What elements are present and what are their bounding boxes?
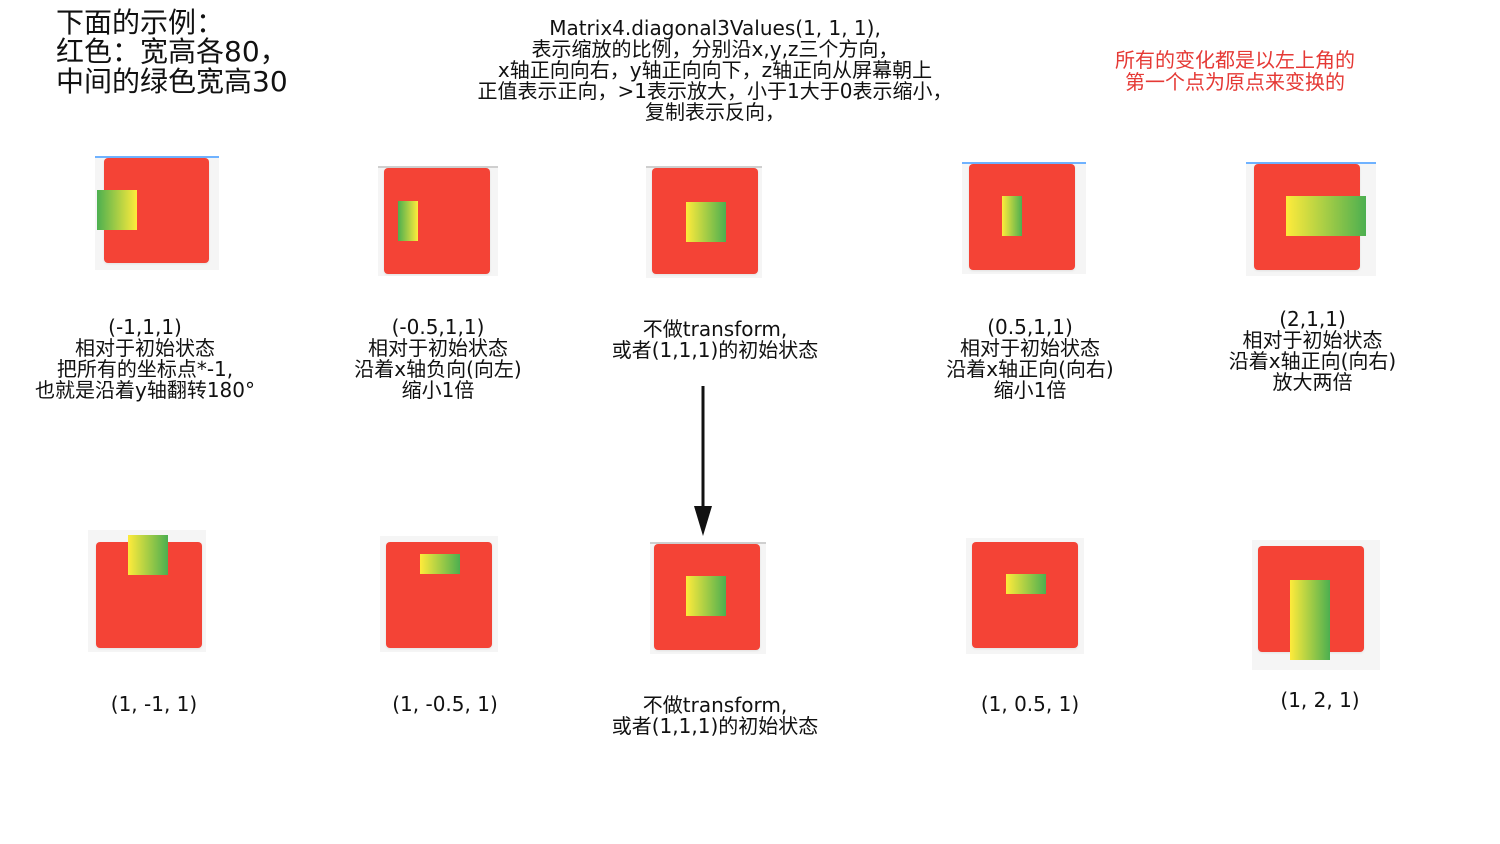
bottom-example-5 (1252, 540, 1380, 670)
top-example-2-green-box (398, 201, 418, 241)
top-caption-2-line-1: (-0.5,1,1) (391, 315, 485, 339)
red-note: 所有的变化都是以左上角的 第一个点为原点来变换的 (1075, 48, 1395, 94)
bottom-caption-2-line-1: (1, -0.5, 1) (392, 692, 498, 716)
top-example-2 (378, 166, 498, 276)
top-example-3-edge (646, 166, 762, 168)
top-caption-3-line-2: 或者(1,1,1)的初始状态 (611, 338, 819, 362)
top-caption-2: (-0.5,1,1) 相对于初始状态 沿着x轴负向(向左) 缩小1倍 (328, 317, 548, 401)
bottom-caption-2: (1, -0.5, 1) (360, 694, 530, 715)
top-caption-2-line-3: 沿着x轴负向(向左) (354, 357, 522, 381)
left-note: 下面的示例： 红色：宽高各80， 中间的绿色宽高30 (56, 6, 288, 98)
bottom-caption-4: (1, 0.5, 1) (965, 694, 1095, 715)
bottom-caption-1-line-1: (1, -1, 1) (110, 692, 198, 716)
bottom-example-1 (88, 530, 206, 652)
bottom-caption-3-line-2: 或者(1,1,1)的初始状态 (611, 714, 819, 738)
top-caption-5-line-2: 相对于初始状态 (1242, 328, 1383, 352)
left-note-line-1: 下面的示例： (56, 6, 225, 39)
top-example-4 (962, 162, 1086, 274)
bottom-example-3-edge (650, 542, 766, 544)
top-example-4-edge (962, 162, 1086, 164)
top-caption-1-line-2: 相对于初始状态 (75, 336, 215, 360)
top-caption-5: (2,1,1) 相对于初始状态 沿着x轴正向(向右) 放大两倍 (1200, 309, 1425, 393)
top-example-5-green-box (1286, 196, 1366, 236)
center-note-line-4: 正值表示正向，>1表示放大，小于1大于0表示缩小， (477, 79, 953, 103)
bottom-example-2 (380, 536, 498, 652)
center-note-line-1: Matrix4.diagonal3Values(1, 1, 1), (549, 16, 881, 40)
top-caption-5-line-1: (2,1,1) (1279, 307, 1346, 331)
top-caption-1-line-4: 也就是沿着y轴翻转180° (34, 378, 255, 402)
bottom-example-1-green-box (128, 535, 168, 575)
top-example-3 (646, 166, 762, 278)
bottom-caption-3-line-1: 不做transform, (642, 693, 788, 717)
top-example-3-green-box (686, 202, 726, 242)
top-example-4-green-box (1002, 196, 1022, 236)
down-arrow-head (694, 506, 712, 536)
top-caption-3-line-1: 不做transform, (642, 317, 788, 341)
top-example-5 (1246, 162, 1376, 276)
top-example-1-edge (95, 156, 219, 158)
left-note-line-3: 中间的绿色宽高30 (56, 64, 288, 98)
center-note-line-5: 复制表示反向， (645, 100, 785, 124)
bottom-example-3 (650, 542, 766, 654)
bottom-example-3-green-box (686, 576, 726, 616)
center-note-line-2: 表示缩放的比例，分别沿x,y,z三个方向， (531, 37, 899, 61)
top-caption-4: (0.5,1,1) 相对于初始状态 沿着x轴正向(向右) 缩小1倍 (920, 317, 1140, 401)
down-arrow (694, 386, 712, 536)
red-note-line-1: 所有的变化都是以左上角的 (1115, 48, 1355, 72)
top-caption-4-line-2: 相对于初始状态 (960, 336, 1100, 360)
center-note: Matrix4.diagonal3Values(1, 1, 1), 表示缩放的比… (430, 18, 1000, 123)
top-caption-2-line-2: 相对于初始状态 (368, 336, 508, 360)
top-caption-5-line-4: 放大两倍 (1272, 370, 1353, 394)
top-example-2-edge (378, 166, 498, 168)
top-caption-3: 不做transform, 或者(1,1,1)的初始状态 (585, 319, 845, 361)
top-example-4-red-square (969, 164, 1075, 270)
center-note-line-3: x轴正向向右，y轴正向向下，z轴正向从屏幕朝上 (497, 58, 933, 82)
bottom-example-4 (966, 538, 1084, 654)
top-caption-4-line-1: (0.5,1,1) (987, 315, 1073, 339)
top-example-1 (95, 156, 219, 270)
top-example-5-edge (1246, 162, 1376, 164)
bottom-example-5-green-box (1290, 580, 1330, 660)
top-example-1-green-box (97, 190, 137, 230)
bottom-caption-5: (1, 2, 1) (1260, 690, 1380, 711)
bottom-caption-1: (1, -1, 1) (84, 694, 224, 715)
bottom-caption-3: 不做transform, 或者(1,1,1)的初始状态 (585, 695, 845, 737)
bottom-example-4-green-box (1006, 574, 1046, 594)
top-caption-2-line-4: 缩小1倍 (401, 378, 475, 402)
bottom-example-2-green-box (420, 554, 460, 574)
left-note-line-2: 红色：宽高各80， (56, 35, 288, 69)
top-caption-1-line-3: 把所有的坐标点*-1, (56, 357, 234, 381)
bottom-caption-4-line-1: (1, 0.5, 1) (980, 692, 1080, 716)
bottom-example-4-red-square (972, 542, 1078, 648)
top-caption-4-line-4: 缩小1倍 (993, 378, 1067, 402)
bottom-caption-5-line-1: (1, 2, 1) (1280, 688, 1360, 712)
red-note-line-2: 第一个点为原点来变换的 (1125, 69, 1345, 94)
top-caption-4-line-3: 沿着x轴正向(向右) (946, 357, 1114, 381)
top-caption-1-line-1: (-1,1,1) (108, 315, 182, 339)
top-caption-1: (-1,1,1) 相对于初始状态 把所有的坐标点*-1, 也就是沿着y轴翻转18… (10, 317, 280, 401)
top-caption-5-line-3: 沿着x轴正向(向右) (1228, 349, 1397, 373)
